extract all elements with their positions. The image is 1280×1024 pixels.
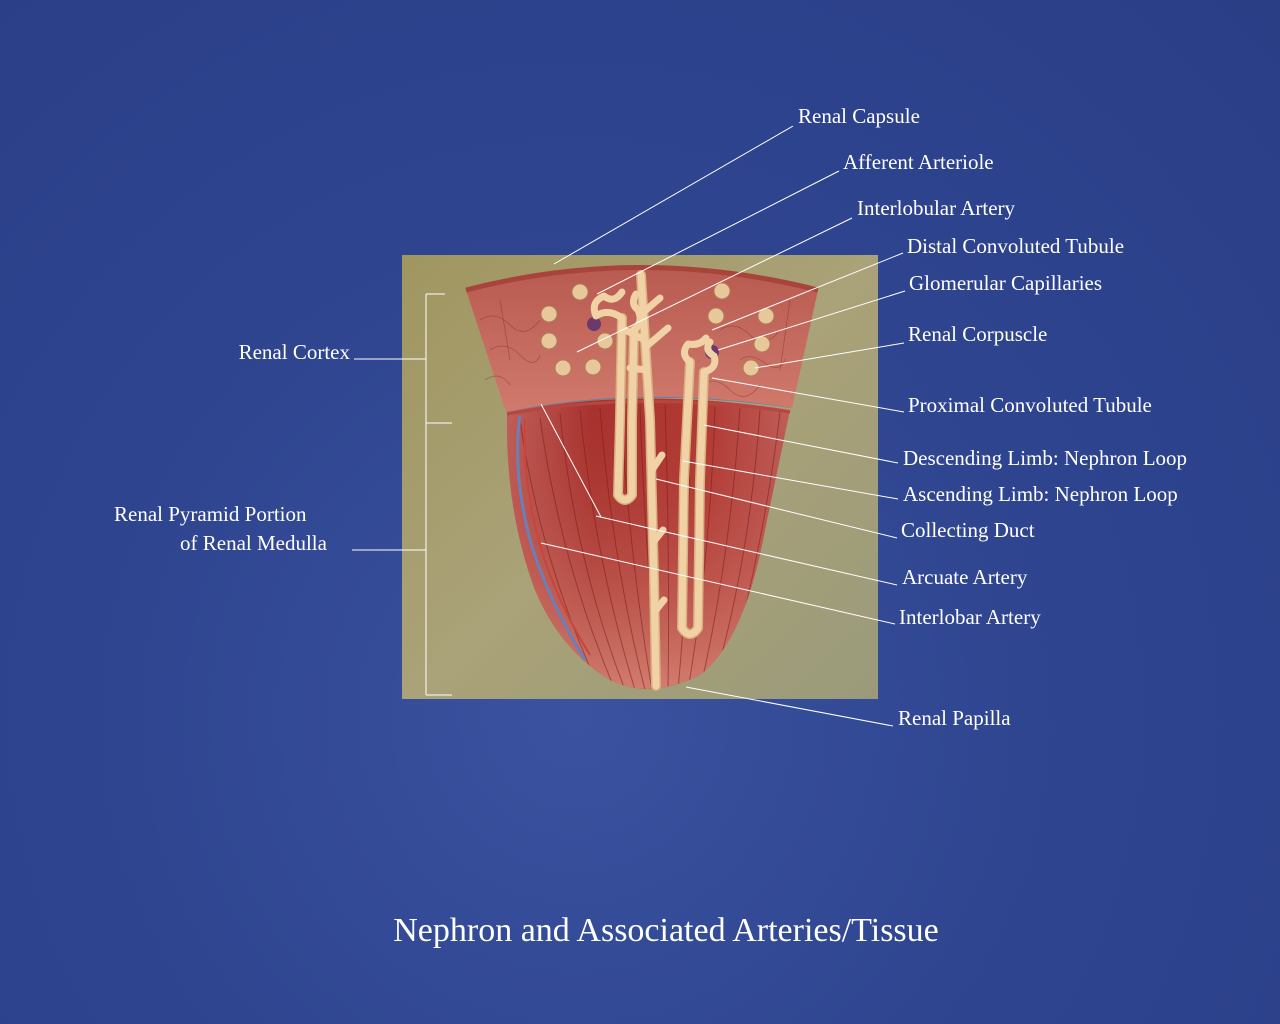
page-title: Nephron and Associated Arteries/Tissue xyxy=(393,912,939,949)
leader-lines xyxy=(540,125,906,727)
renal-corpuscle-beads xyxy=(540,282,775,377)
label-renal-capsule: Renal Capsule xyxy=(798,104,920,128)
label-renal-cortex: Renal Cortex xyxy=(238,340,350,364)
label-distal-convoluted-tubule: Distal Convoluted Tubule xyxy=(907,234,1125,258)
label-interlobular-artery: Interlobular Artery xyxy=(857,196,1016,220)
label-interlobar-artery: Interlobar Artery xyxy=(899,605,1041,629)
nephron-tubules xyxy=(590,270,719,691)
label-afferent-arteriole: Afferent Arteriole xyxy=(843,150,994,174)
left-brackets xyxy=(352,293,452,696)
label-collecting-duct: Collecting Duct xyxy=(901,518,1035,542)
label-renal-corpuscle: Renal Corpuscle xyxy=(908,322,1048,346)
label-renal-papilla: Renal Papilla xyxy=(898,706,1011,730)
label-glomerular-capillaries: Glomerular Capillaries xyxy=(909,271,1103,295)
label-renal-pyramid-line1: Renal Pyramid Portion xyxy=(114,502,307,526)
label-arcuate-artery: Arcuate Artery xyxy=(902,565,1028,589)
label-descending-limb: Descending Limb: Nephron Loop xyxy=(903,446,1188,470)
label-renal-pyramid-line2: of Renal Medulla xyxy=(180,531,327,555)
label-ascending-limb: Ascending Limb: Nephron Loop xyxy=(903,482,1178,506)
label-proximal-convoluted-tubule: Proximal Convoluted Tubule xyxy=(908,393,1152,417)
